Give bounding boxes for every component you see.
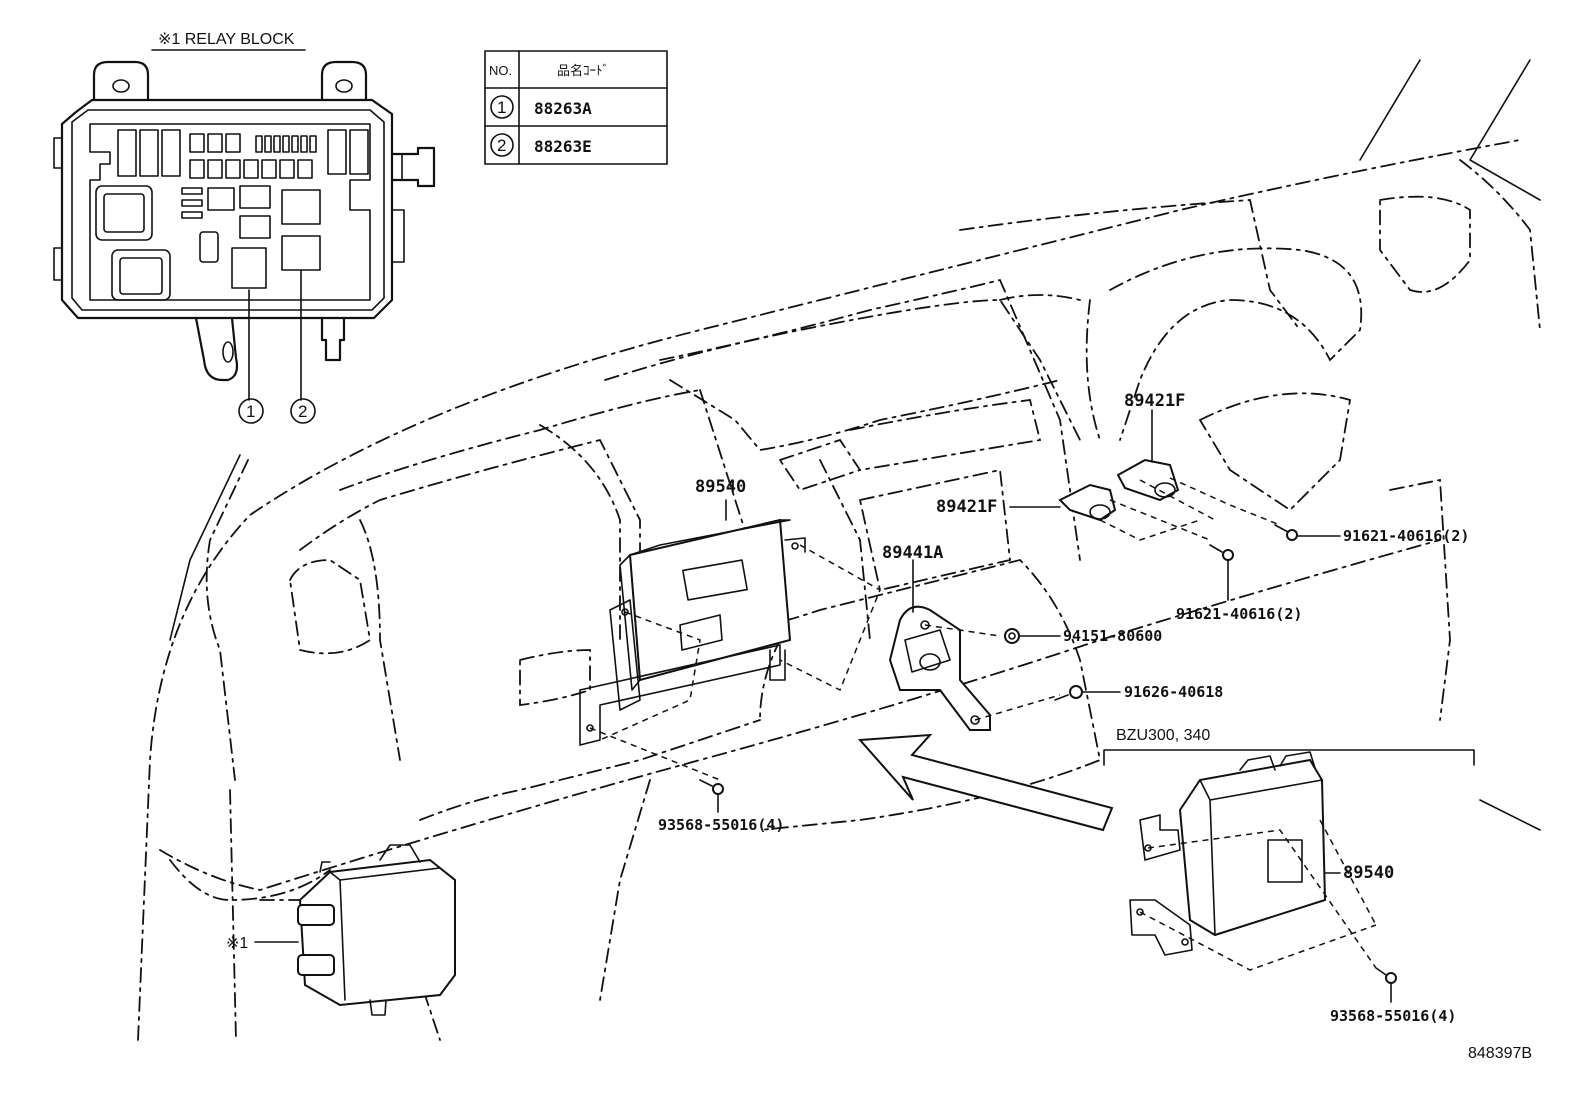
svg-text:1: 1 [246, 402, 255, 421]
label-sensor-bracket: 89441A [882, 543, 943, 563]
part-code-table: NO. 品名ｺｰﾄﾞ 1 88263A 2 88263E [484, 50, 668, 165]
label-bolt-upper: 91621-40616(2) [1343, 527, 1469, 545]
ecu-89540-main [579, 499, 881, 781]
table-row-code: 88263A [534, 99, 592, 118]
view-arrow [857, 733, 1114, 832]
table-row-no: 1 [497, 98, 506, 117]
label-sensor-upper: 89421F [1124, 391, 1185, 411]
variant-bzu300-340: BZU300, 340 [1103, 727, 1475, 971]
diagram-id: 848397B [1468, 1045, 1532, 1062]
label-screw-variant: 93568-55016(4) [1330, 1007, 1456, 1025]
label-screw-main: 93568-55016(4) [658, 816, 784, 834]
table-header-code: 品名ｺｰﾄﾞ [557, 63, 609, 78]
relay-block-installed: ※1 [226, 844, 456, 1016]
svg-text:2: 2 [298, 402, 307, 421]
relay-block-ref-mark: ※1 [226, 935, 248, 952]
sensor-89421f-upper [1116, 409, 1281, 526]
fasteners [699, 524, 1397, 1003]
relay-block-drawing: ※1 RELAY BLOCK [53, 31, 436, 424]
table-header-no: NO. [489, 63, 512, 78]
variant-label: BZU300, 340 [1116, 727, 1210, 744]
label-bolt-lower: 91626-40618 [1124, 683, 1223, 701]
label-bolt-mid: 91621-40616(2) [1176, 605, 1302, 623]
label-nut: 94151-80600 [1063, 627, 1162, 645]
label-ecu-variant: 89540 [1343, 863, 1394, 883]
sensor-89421f-lower [1009, 483, 1211, 541]
label-ecu-main: 89540 [695, 477, 746, 497]
label-sensor-lower: 89421F [936, 497, 997, 517]
part-labels: 89540 89421F 89421F 89441A 91621-40616(2… [658, 391, 1532, 1062]
body-lines [169, 59, 1541, 831]
relay-block-title: ※1 RELAY BLOCK [158, 31, 295, 48]
table-row-code: 88263E [534, 137, 592, 156]
table-row-no: 2 [497, 136, 506, 155]
sensor-bracket-89441a [888, 559, 1061, 731]
